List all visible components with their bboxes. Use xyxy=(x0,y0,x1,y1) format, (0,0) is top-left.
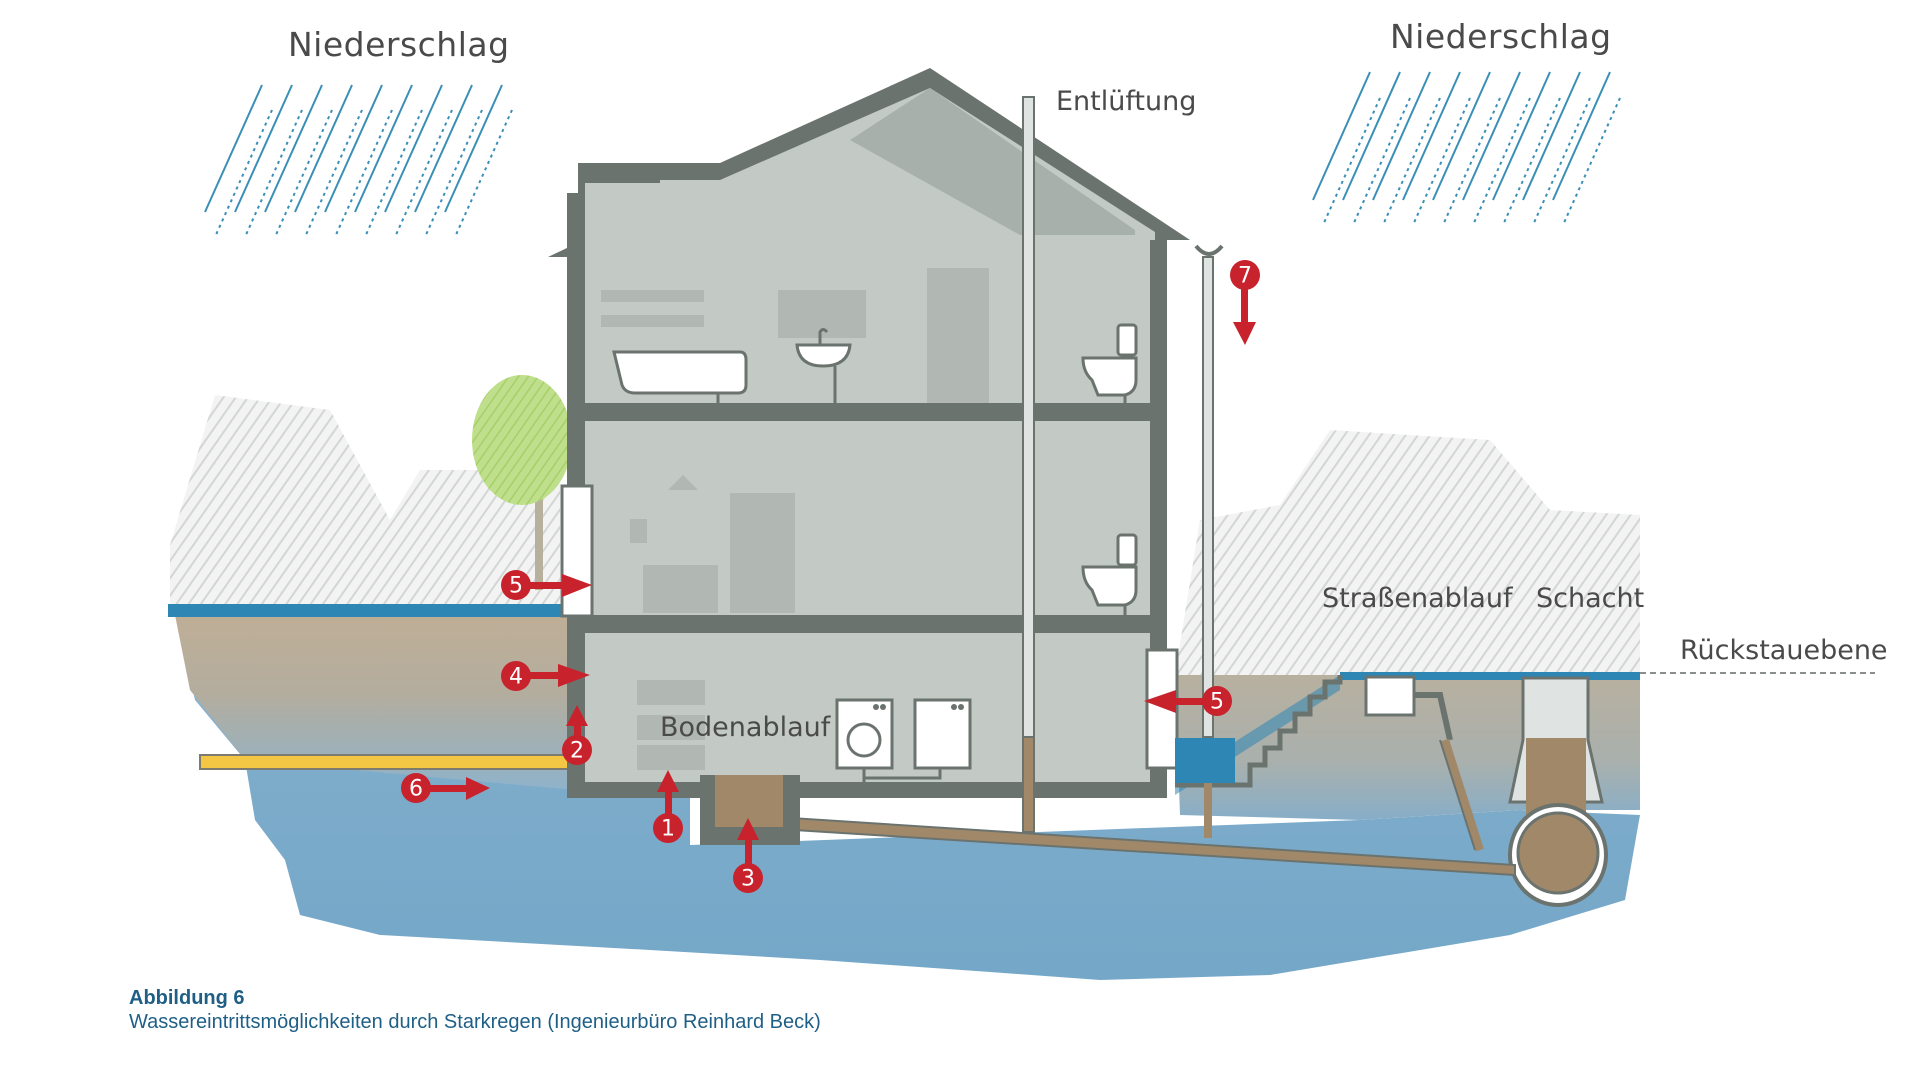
marker-5-right-number: 5 xyxy=(1210,690,1224,715)
lightwell-water xyxy=(1175,738,1235,783)
interior-details xyxy=(601,268,989,770)
internal-pipes xyxy=(716,366,1127,792)
caption-title: Abbildung 6 xyxy=(129,987,245,1009)
street-drain xyxy=(1364,675,1453,741)
marker-5-right: 5 xyxy=(1144,686,1232,716)
washing-machine xyxy=(835,698,894,770)
vent-label: Entlüftung xyxy=(1056,86,1196,117)
marker-2-number: 2 xyxy=(570,739,584,764)
street-drain-label: Straßenablauf xyxy=(1322,583,1514,614)
sewer-main xyxy=(1508,803,1608,907)
background-buildings-right xyxy=(1175,430,1640,675)
background-buildings-left xyxy=(170,395,560,605)
marker-2: 2 xyxy=(562,705,592,765)
marker-5-left: 5 xyxy=(501,570,592,600)
window-left xyxy=(560,484,594,618)
bathtub xyxy=(612,350,748,395)
marker-4-number: 4 xyxy=(509,665,523,690)
marker-5-left-number: 5 xyxy=(509,574,523,599)
tree xyxy=(472,375,572,590)
marker-7-number: 7 xyxy=(1238,264,1252,289)
rain-label-right: Niederschlag xyxy=(1390,17,1612,56)
downpipe xyxy=(1194,244,1224,738)
marker-4: 4 xyxy=(501,661,590,691)
marker-6-number: 6 xyxy=(409,777,423,802)
figure-caption: Abbildung 6 Wassereintrittsmöglichkeiten… xyxy=(129,986,821,1034)
marker-3: 3 xyxy=(733,818,763,893)
marker-6: 6 xyxy=(401,773,490,803)
rain-label-left: Niederschlag xyxy=(288,25,510,64)
shaft-label: Schacht xyxy=(1536,583,1644,614)
marker-1-number: 1 xyxy=(661,817,675,842)
marker-7: 7 xyxy=(1230,260,1260,345)
caption-text: Wassereintrittsmöglichkeiten durch Stark… xyxy=(129,1011,821,1033)
floor-drain-label: Bodenablauf xyxy=(660,712,832,743)
dryer xyxy=(913,698,972,770)
rain-left xyxy=(204,84,513,238)
vent-pipe xyxy=(1022,96,1035,833)
sink xyxy=(795,328,852,368)
marker-3-number: 3 xyxy=(741,867,755,892)
rain-right xyxy=(1312,71,1621,226)
marker-1: 1 xyxy=(653,770,683,843)
toilet-upper xyxy=(1081,323,1138,397)
manhole-shaft xyxy=(1508,676,1604,818)
water-entry-markers: 1 2 3 4 5 xyxy=(401,260,1260,893)
backflow-level-label: Rückstauebene xyxy=(1680,635,1888,666)
